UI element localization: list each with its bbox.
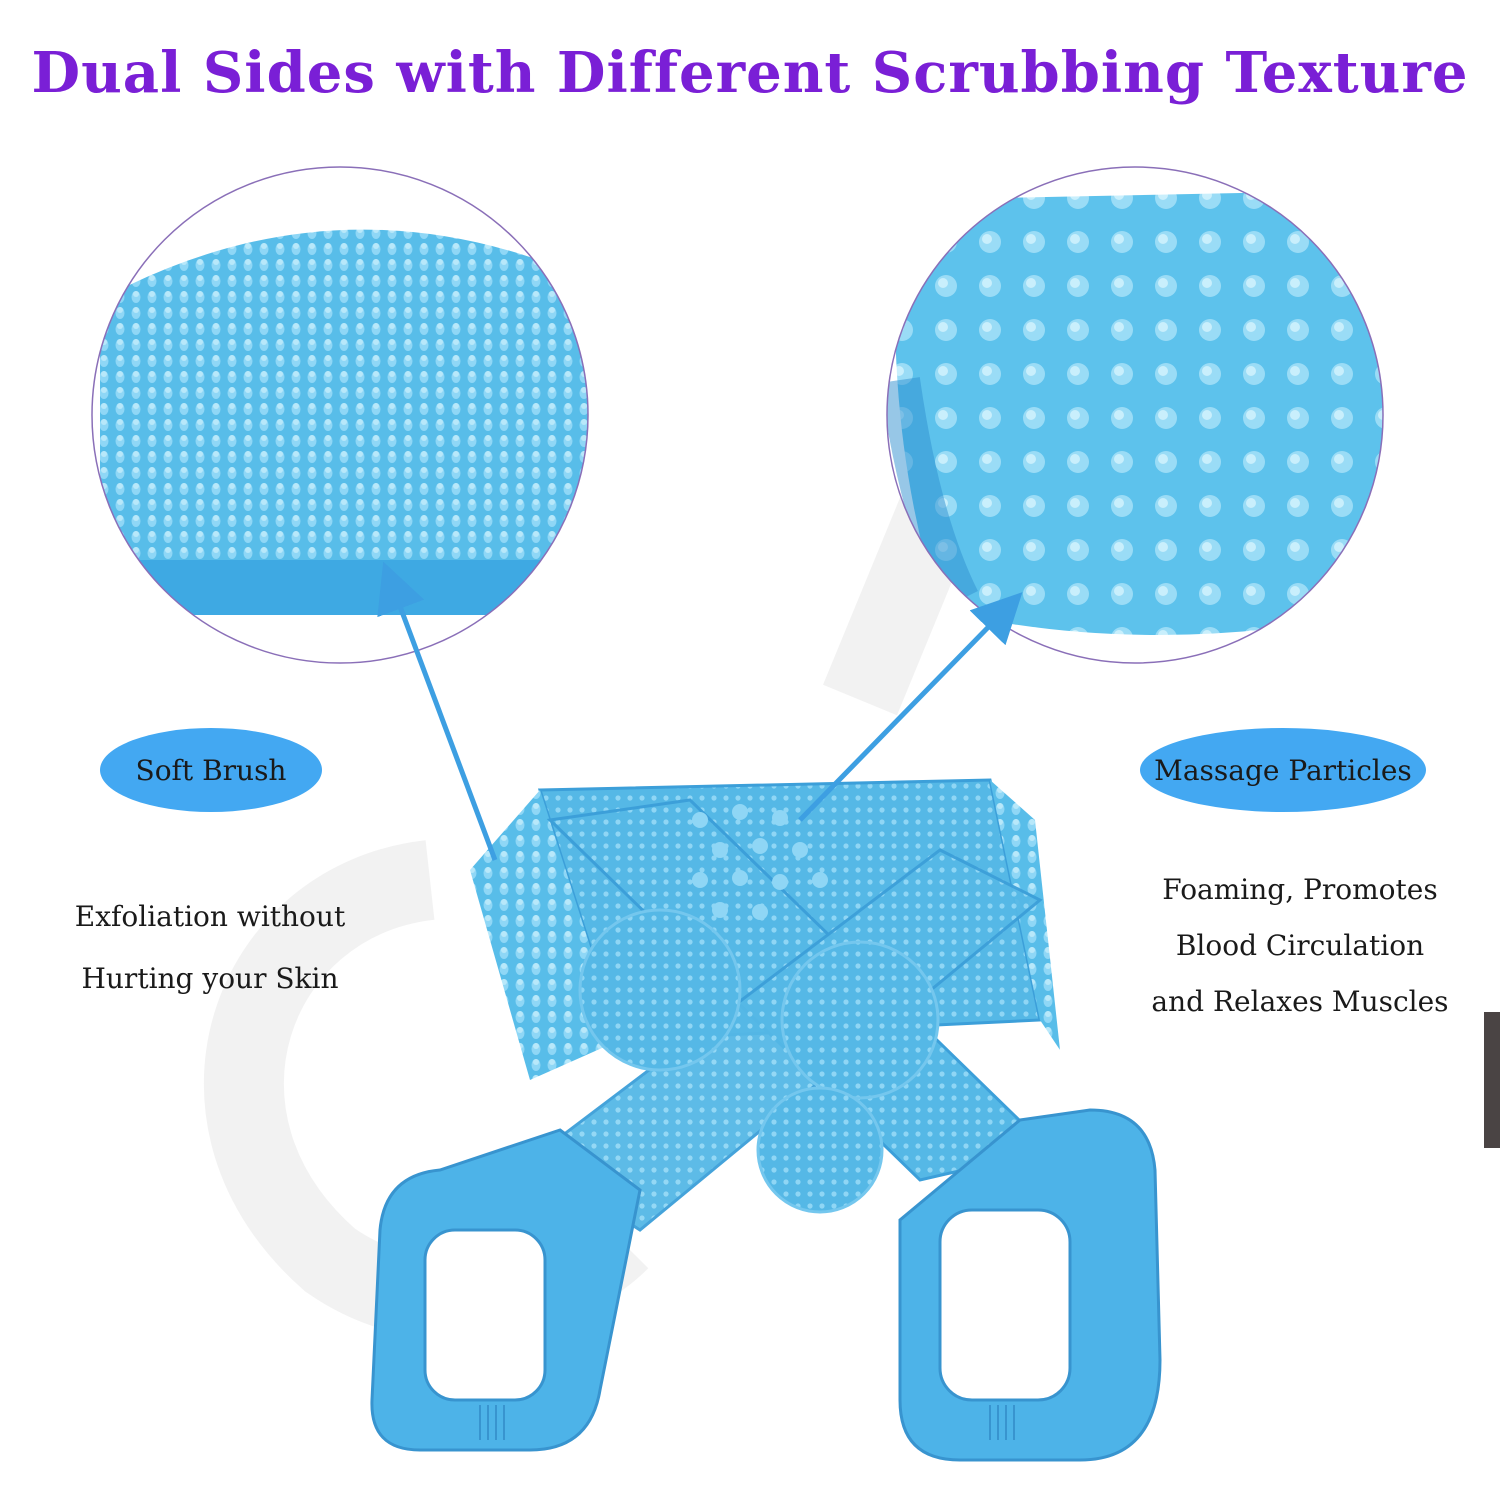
lens-left-soft-brush bbox=[91, 166, 589, 664]
arrow-to-soft-brush bbox=[377, 561, 498, 861]
massage-particles-caption: Foaming, Promotes Blood Circulation and … bbox=[1130, 862, 1470, 1030]
caption-line: and Relaxes Muscles bbox=[1151, 985, 1449, 1018]
soft-brush-label: Soft Brush bbox=[135, 753, 287, 787]
headline: Dual Sides with Different Scrubbing Text… bbox=[31, 40, 1469, 106]
arrow-to-massage-particles bbox=[798, 592, 1023, 822]
strap-product bbox=[370, 778, 1162, 1462]
caption-line: Hurting your Skin bbox=[81, 962, 339, 995]
caption-line: Exfoliation without bbox=[74, 900, 346, 933]
pill-massage-particles-bg bbox=[1140, 728, 1426, 812]
pill-soft-brush-bg bbox=[100, 728, 322, 812]
side-tab bbox=[1484, 1012, 1500, 1148]
lens-right-massage-particles bbox=[886, 166, 1384, 664]
soft-brush-caption: Exfoliation without Hurting your Skin bbox=[40, 886, 380, 1010]
caption-line: Foaming, Promotes bbox=[1162, 873, 1438, 906]
caption-line: Blood Circulation bbox=[1175, 929, 1425, 962]
massage-particles-label: Massage Particles bbox=[1154, 753, 1412, 787]
